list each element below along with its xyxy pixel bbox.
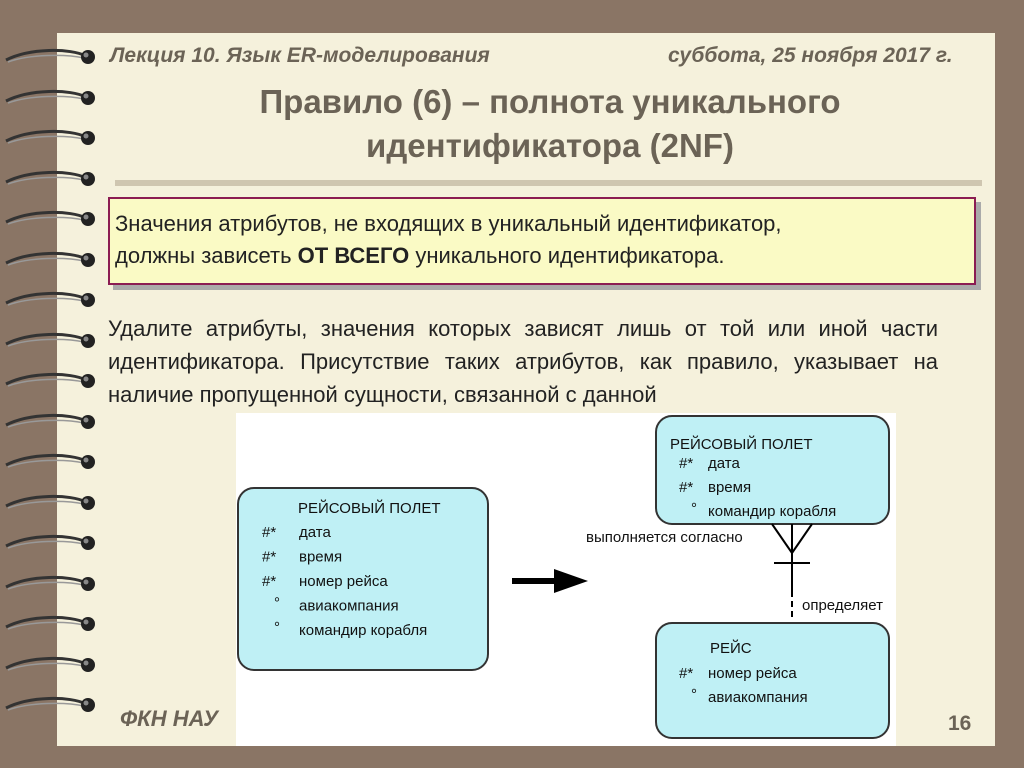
left-entity-attr-mark: #* (262, 573, 276, 590)
binding-ring (0, 127, 110, 147)
left-entity-attr-mark: #* (262, 524, 276, 541)
right-bottom-entity-attr-mark: ° (691, 686, 697, 703)
er-diagram-svg: РЕЙСОВЫЙ ПОЛЕТ #* дата #* время #* номер рейс… (236, 413, 896, 746)
binding-ring (0, 330, 110, 350)
binding-ring (0, 654, 110, 674)
binding-ring (0, 492, 110, 512)
left-entity-attr-label: время (299, 549, 342, 566)
body-paragraph: Удалите атрибуты, значения которых завис… (108, 312, 938, 411)
left-entity-attr-mark: #* (262, 549, 276, 566)
right-top-entity-attr-label: дата (708, 455, 740, 472)
rule-line-1: Значения атрибутов, не входящих в уникал… (115, 211, 782, 236)
binding-ring (0, 370, 110, 390)
left-entity-attr-mark: ° (274, 595, 280, 612)
binding-ring (0, 532, 110, 552)
right-top-entity-attr-mark: ° (691, 500, 697, 517)
right-bottom-entity: РЕЙС #* номер рейса ° авиакомпания (656, 623, 889, 738)
rule-line-2-end: уникального идентификатора. (409, 243, 724, 268)
left-entity-attr-label: авиакомпания (299, 598, 399, 615)
rule-line-2-start: должны зависеть (115, 243, 298, 268)
rule-text: Значения атрибутов, не входящих в уникал… (110, 199, 974, 272)
page-number: 16 (948, 712, 971, 736)
binding-ring (0, 249, 110, 269)
binding-ring (0, 573, 110, 593)
binding-ring (0, 87, 110, 107)
binding-ring (0, 451, 110, 471)
rel-bottom-label: определяет (802, 597, 883, 614)
binding-ring (0, 168, 110, 188)
right-top-entity: РЕЙСОВЫЙ ПОЛЕТ #* дата #* время ° командир ко… (656, 416, 889, 524)
right-top-entity-attr-mark: #* (679, 479, 693, 496)
date-header: суббота, 25 ноября 2017 г. (668, 44, 953, 68)
title-divider (115, 180, 982, 186)
title-line-1: Правило (6) – полнота уникального (110, 80, 990, 124)
er-diagram: РЕЙСОВЫЙ ПОЛЕТ #* дата #* время #* номер рейс… (236, 413, 896, 746)
binding-ring (0, 694, 110, 714)
binding-ring (0, 289, 110, 309)
left-entity: РЕЙСОВЫЙ ПОЛЕТ #* дата #* время #* номер рейс… (238, 488, 488, 670)
right-bottom-entity-name: РЕЙС (710, 639, 752, 657)
binding-ring (0, 46, 110, 66)
rule-box: Значения атрибутов, не входящих в уникал… (108, 197, 976, 285)
right-bottom-entity-attr-mark: #* (679, 665, 693, 682)
right-top-entity-name: РЕЙСОВЫЙ ПОЛЕТ (670, 435, 813, 453)
left-entity-attr-label: номер рейса (299, 573, 388, 590)
left-entity-attr-label: дата (299, 524, 331, 541)
transform-arrow (512, 569, 588, 593)
left-entity-name: РЕЙСОВЫЙ ПОЛЕТ (298, 499, 441, 517)
right-bottom-entity-attr-label: номер рейса (708, 665, 797, 682)
footer-org: ФКН НАУ (120, 706, 218, 732)
rel-top-label: выполняется согласно (586, 529, 743, 546)
binding-ring (0, 613, 110, 633)
left-entity-attr-label: командир корабля (299, 622, 427, 639)
right-top-entity-attr-label: командир корабля (708, 503, 836, 520)
left-entity-attr-mark: ° (274, 619, 280, 636)
title-line-2: идентификатора (2NF) (110, 124, 990, 168)
rule-emphasis: ОТ ВСЕГО (298, 243, 410, 268)
right-top-entity-attr-label: время (708, 479, 751, 496)
right-top-entity-attr-mark: #* (679, 455, 693, 472)
right-bottom-entity-attr-label: авиакомпания (708, 689, 808, 706)
lecture-header: Лекция 10. Язык ER-моделирования (110, 44, 490, 68)
relationship: выполняется согласно определяет (586, 524, 883, 620)
slide-title: Правило (6) – полнота уникального иденти… (110, 80, 990, 168)
binding-ring (0, 208, 110, 228)
binding-ring (0, 411, 110, 431)
